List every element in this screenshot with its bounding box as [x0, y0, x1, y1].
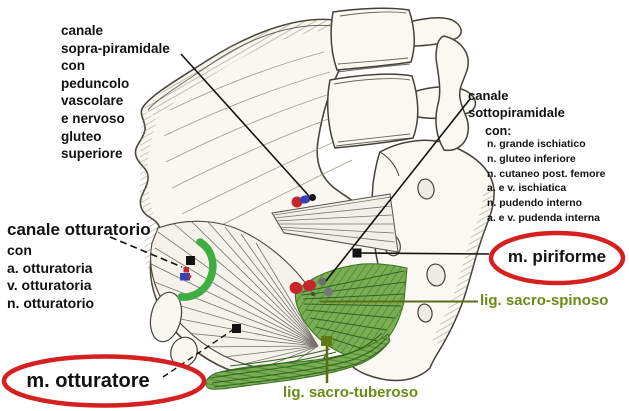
list-item: n. cutaneo post. femore [487, 167, 606, 180]
label-line: canale [61, 23, 104, 38]
label-m-otturatore: m. otturatore [26, 370, 150, 392]
label-m-piriforme: m. piriforme [507, 247, 607, 266]
label-line: e nervoso [61, 110, 125, 126]
list-item: a. e v. pudenda interna [487, 211, 600, 224]
pointer-square-marker [232, 324, 241, 333]
list-item: n. grande ischiatico [487, 138, 586, 150]
leader-otturatore [162, 328, 235, 378]
label-canale-sopra-piramidale: canale sopra-piramidale con peduncolo va… [61, 22, 170, 163]
label-line: con [7, 242, 32, 258]
list-item: a. e v. ischiatica [487, 182, 567, 195]
leader-supra [180, 53, 310, 197]
leader-sotto [325, 98, 471, 282]
vein-marker [180, 273, 190, 281]
label-line: v. otturatoria [7, 277, 92, 294]
label-line: con [61, 58, 86, 74]
label-canale-sottopiramidale-title: canale sottopiramidale [468, 87, 565, 121]
label-canale-sottopiramidale-items: n. grande ischiatico n. gluteo inferiore… [487, 137, 605, 226]
artery-marker [289, 281, 303, 295]
label-line: a. otturatoria [7, 259, 93, 276]
label-line: superiore [61, 146, 123, 162]
nerve-marker [324, 287, 333, 297]
label-line: sottopiramidale [468, 105, 565, 120]
leader-lines [109, 53, 490, 383]
ischial-tuberosity [149, 291, 198, 368]
pointer-square-marker [321, 336, 332, 346]
label-lig-sacro-tuberoso: lig. sacro-tuberoso [283, 384, 419, 401]
label-line: sopra-piramidale [61, 40, 170, 56]
nerve-marker [309, 194, 316, 201]
pointer-square-marker [186, 256, 195, 265]
label-line: vascolare [61, 93, 124, 109]
vein-marker [299, 195, 311, 204]
label-canale-otturatorio-title: canale otturatorio [7, 220, 151, 239]
label-line: n. otturatorio [7, 294, 95, 311]
label-line: peduncolo [61, 75, 130, 91]
sacrospinous-ligament [294, 263, 408, 358]
leader-otturatorio [109, 236, 183, 268]
label-line: canale [468, 88, 509, 103]
list-item: n. pudendo interno [487, 197, 583, 210]
label-canale-otturatorio-lines: con a. otturatoria v. otturatoria n. ott… [7, 242, 94, 312]
suprapiriform-markers [291, 194, 316, 208]
label-line: gluteo [61, 128, 102, 144]
artery-marker [187, 274, 192, 279]
leader-piriforme [357, 252, 490, 255]
piriformis-muscle [271, 193, 399, 253]
list-item: n. gluteo inferiore [487, 152, 576, 165]
emphasis-oval-piriforme [488, 230, 626, 286]
emphasis-oval-otturatore [1, 354, 207, 408]
lumbar-vertebrae [326, 7, 477, 152]
obturator-canal-markers [180, 256, 195, 281]
nerve-marker [311, 292, 315, 296]
label-lig-sacro-spinoso: lig. sacro-spinoso [480, 292, 609, 309]
pointer-square-marker [352, 248, 362, 258]
obturator-canal-arc [177, 238, 217, 301]
label-canale-sottopiramidale-con: con: [485, 124, 512, 138]
infrapiriform-markers [289, 277, 333, 297]
artery-marker [183, 267, 189, 273]
nerve-marker [318, 277, 327, 286]
sacrotuberous-ligament [205, 332, 391, 390]
artery-marker [303, 279, 316, 292]
